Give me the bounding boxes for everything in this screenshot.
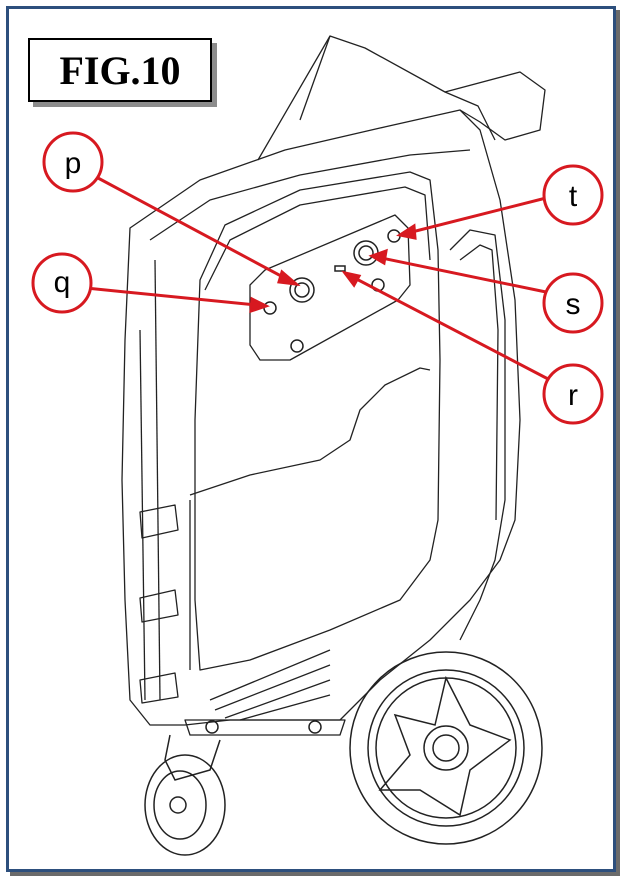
rear-wheel xyxy=(349,651,543,845)
callout-p xyxy=(42,131,104,193)
machine-handle xyxy=(257,35,546,161)
side-door xyxy=(194,171,441,671)
callout-q xyxy=(31,252,93,314)
callout-t xyxy=(542,164,604,226)
callout-r-label: r xyxy=(568,379,578,412)
front-caster xyxy=(144,720,322,856)
callout-r xyxy=(542,363,604,425)
callout-s-label: s xyxy=(566,288,581,321)
indicator-r xyxy=(334,265,346,272)
callout-q-label: q xyxy=(54,266,71,299)
callout-t-label: t xyxy=(569,180,578,213)
figure-frame xyxy=(6,6,616,872)
control-plate xyxy=(249,214,411,361)
callout-s xyxy=(542,272,604,334)
callout-p-label: p xyxy=(65,147,82,180)
fitting-q xyxy=(263,301,277,315)
figure-title: FIG.10 xyxy=(28,38,212,102)
machine-body xyxy=(121,109,521,726)
